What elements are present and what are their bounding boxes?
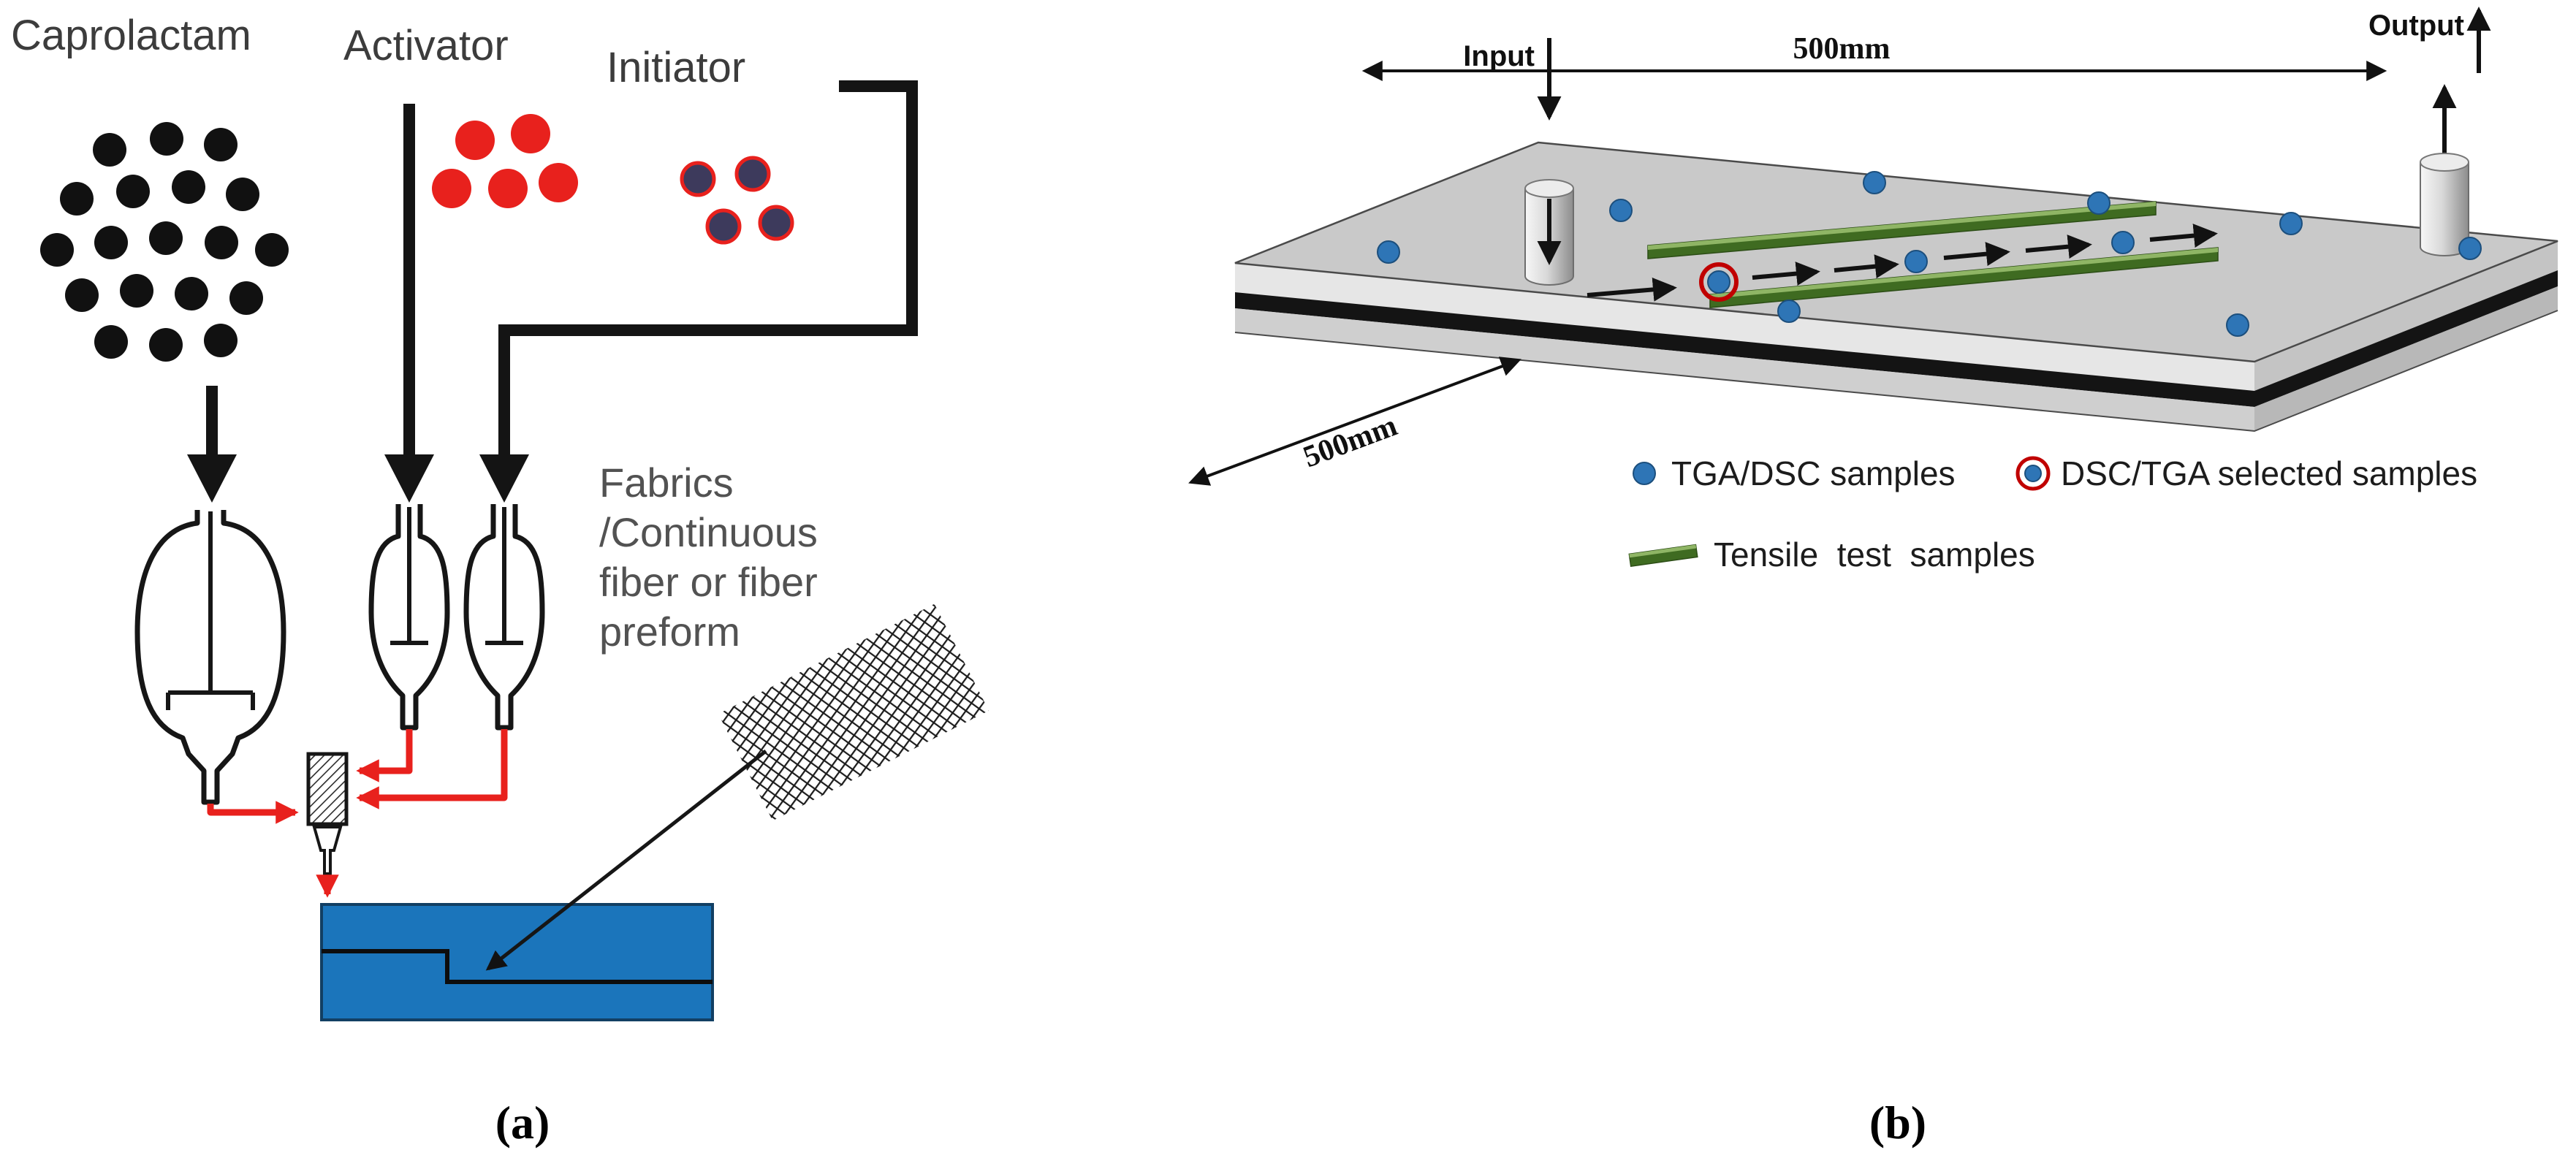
caprolactam-dots-icon: [40, 122, 289, 362]
dimension-label-top: 500mm: [1793, 32, 1891, 66]
dosing-vessel-2-icon: [463, 504, 545, 731]
panel-b-caption: (b): [1869, 1097, 1926, 1148]
tensile-bar-upper-icon: [1647, 201, 2157, 259]
mold-cavity-step-line: [322, 949, 713, 984]
flow-arrow: [1834, 254, 1899, 279]
tga-dsc-sample-dot: [2111, 231, 2135, 254]
activator-dots-icon: [432, 114, 578, 208]
mold-icon: [320, 903, 714, 1021]
plate-right-stripe: [2254, 270, 2558, 407]
activator-label: Activator: [343, 22, 509, 69]
legend: TGA/DSC samples DSC/TGA selected samples…: [1628, 454, 2477, 574]
tga-dsc-sample-dot: [2087, 191, 2110, 215]
panel-b: 500mm 500mm Input Output: [1188, 7, 2558, 1148]
initiator-feed-line: [498, 80, 918, 457]
fabrics-line-3: fiber or fiber: [599, 559, 818, 605]
stirred-vessel-icon: [134, 510, 286, 805]
tga-dsc-sample-dot: [1377, 240, 1400, 264]
flow-arrow: [2025, 235, 2092, 259]
tga-dsc-sample-dot: [1863, 171, 1886, 194]
melt-tube-from-vessel-1: [356, 729, 413, 782]
output-cylinder-icon: [2420, 153, 2469, 256]
legend-tga-dsc-dot-icon: [1633, 462, 1656, 485]
plate-front-lower-band: [1235, 308, 2254, 431]
flow-arrow: [1943, 242, 2010, 267]
tga-dsc-sample-dot: [2226, 313, 2249, 337]
melt-tube-from-stirred-vessel: [207, 801, 299, 824]
flow-arrows: [1587, 224, 2218, 302]
flow-arrow: [1587, 277, 1677, 302]
input-cylinder-icon: [1524, 179, 1574, 286]
legend-selected-icon: [2015, 456, 2051, 491]
tga-dsc-sample-dot: [2458, 237, 2482, 260]
initiator-label: Initiator: [607, 44, 745, 91]
flow-arrow: [2149, 224, 2218, 248]
dimension-arrow-left: [1188, 357, 1521, 486]
tga-dsc-sample-dot: [2279, 212, 2303, 235]
legend-selected-label: DSC/TGA selected samples: [2061, 454, 2477, 492]
selected-sample-icon: [1699, 262, 1739, 302]
output-label: Output: [2368, 9, 2464, 42]
fabric-mesh-icon: [718, 603, 989, 821]
legend-tensile-label: Tensile test samples: [1714, 536, 2035, 574]
initiator-feed-arrowhead-icon: [479, 454, 529, 503]
tga-dsc-sample-dot: [1777, 300, 1801, 323]
panel-a-caption: (a): [495, 1097, 550, 1148]
input-label: Input: [1463, 40, 1535, 72]
dimension-label-left: 500mm: [1299, 409, 1402, 475]
tensile-bar-lower-icon: [1709, 247, 2219, 308]
activator-feed-arrowhead-icon: [384, 454, 434, 503]
flow-arrow: [1752, 262, 1820, 286]
caprolactam-feed-arrowhead-icon: [187, 454, 237, 503]
dosing-vessel-1-icon: [368, 504, 450, 731]
static-mixer-icon: [306, 752, 349, 826]
legend-tga-dsc-label: TGA/DSC samples: [1671, 454, 1956, 492]
fabrics-line-1: Fabrics: [599, 460, 734, 506]
fabrics-line-2: /Continuous: [599, 509, 818, 555]
caprolactam-label: Caprolactam: [11, 12, 251, 59]
melt-tube-from-vessel-2: [356, 729, 508, 809]
initiator-dots-icon: [680, 156, 794, 245]
panel-a: Caprolactam Activator Initiator: [11, 12, 989, 1148]
fabrics-label: Fabrics /Continuous fiber or fiber prefo…: [599, 460, 818, 655]
fabric-to-mold-arrow: [485, 750, 767, 971]
plate-front-stripe: [1235, 292, 2254, 407]
plate-right-lower-band: [2254, 286, 2558, 431]
fabrics-line-4: preform: [599, 609, 740, 655]
tga-dsc-sample-dots: [1377, 171, 2482, 337]
legend-tensile-bar-icon: [1628, 544, 1698, 568]
tga-dsc-sample-dot: [1904, 250, 1928, 273]
tga-dsc-sample-dot: [1609, 199, 1633, 222]
nozzle-icon: [312, 826, 343, 875]
